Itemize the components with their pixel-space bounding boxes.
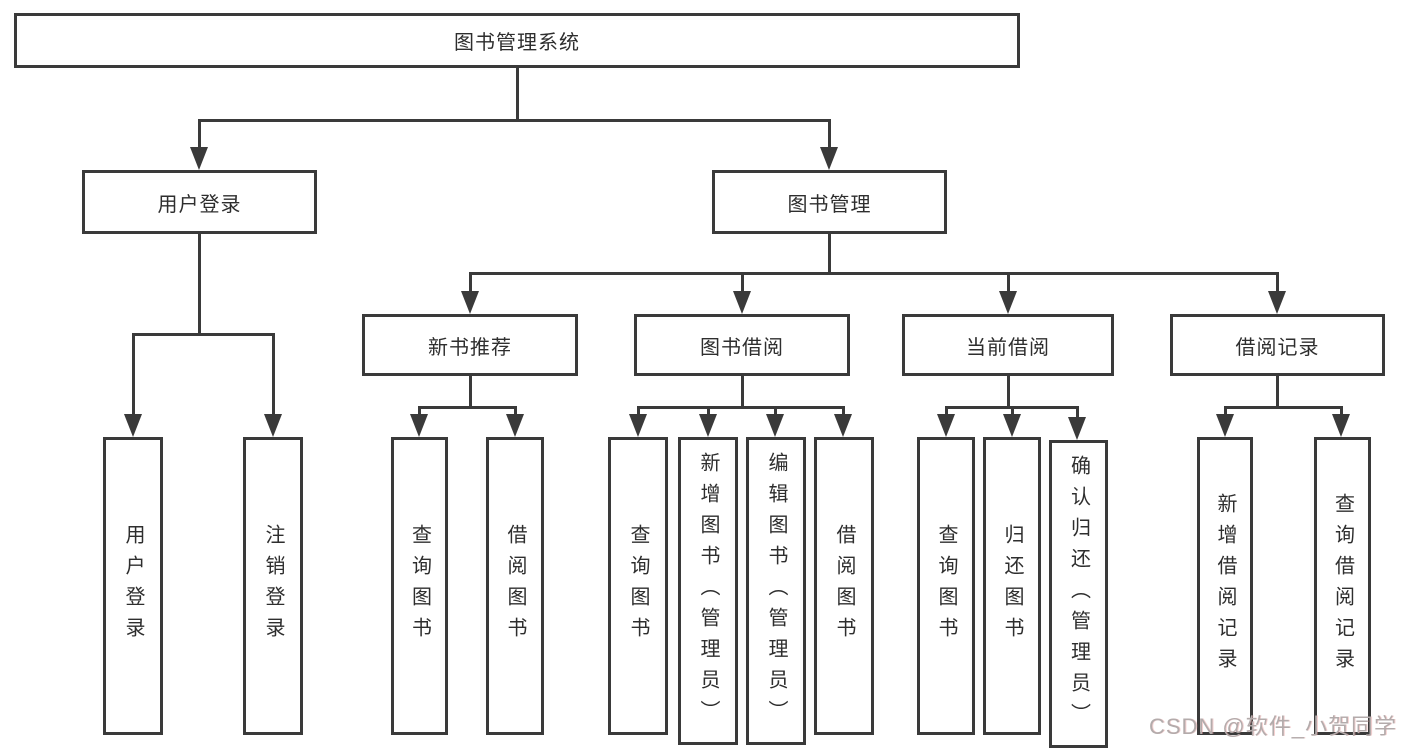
node-book-mgmt: 图书管理	[712, 170, 947, 234]
connector-g4-rail	[1224, 406, 1343, 409]
connector-g2-drop3	[774, 406, 777, 420]
connector-drop-login	[132, 333, 135, 415]
connector-g3-drop3	[1076, 406, 1079, 423]
arrow-down-icon	[410, 414, 428, 437]
node-leaf-add-book-admin: 新增图书（管理员）	[678, 437, 738, 745]
node-leaf-query-books-2: 查询图书	[608, 437, 668, 735]
connector-g1-rail	[418, 406, 517, 409]
arrow-down-icon	[999, 291, 1017, 314]
connector-g2-stem	[741, 376, 744, 409]
leaf-label: 注销登录	[262, 524, 284, 648]
leaf-label: 新增借阅记录	[1214, 493, 1236, 679]
connector-mgmt-stem	[828, 234, 831, 275]
node-root: 图书管理系统	[14, 13, 1020, 68]
connector-drop-records	[1276, 272, 1279, 294]
connector-g1-drop2	[514, 406, 517, 420]
arrow-down-icon	[1068, 417, 1086, 440]
connector-g4-stem	[1276, 376, 1279, 409]
connector-g4-drop1	[1224, 406, 1227, 420]
leaf-label: 归还图书	[1001, 524, 1023, 648]
arrow-down-icon	[264, 414, 282, 437]
connector-g1-drop1	[418, 406, 421, 420]
arrow-down-icon	[190, 147, 208, 170]
leaf-label: 确认归还（管理员）	[1067, 454, 1090, 734]
leaf-label: 新增图书（管理员）	[697, 451, 719, 731]
node-leaf-logout: 注销登录	[243, 437, 303, 735]
node-book-borrow: 图书借阅	[634, 314, 850, 376]
connector-drop-recommend	[469, 272, 472, 294]
connector-drop-borrow	[741, 272, 744, 294]
arrow-down-icon	[766, 414, 784, 437]
arrow-down-icon	[733, 291, 751, 314]
node-leaf-borrow-books-1: 借阅图书	[486, 437, 544, 735]
connector-g3-stem	[1007, 376, 1010, 409]
node-leaf-confirm-return-admin: 确认归还（管理员）	[1049, 440, 1108, 748]
node-current-borrow: 当前借阅	[902, 314, 1114, 376]
leaf-label: 查询图书	[408, 524, 431, 648]
leaf-label: 查询图书	[935, 524, 957, 648]
connector-g2-drop1	[637, 406, 640, 420]
leaf-label: 查询借阅记录	[1331, 493, 1354, 679]
leaf-label: 用户登录	[122, 524, 144, 648]
arrow-down-icon	[1216, 414, 1234, 437]
arrow-down-icon	[834, 414, 852, 437]
connector-drop-user-login	[198, 119, 201, 151]
connector-mgmt-rail	[469, 272, 1279, 275]
leaf-label: 编辑图书（管理员）	[765, 451, 787, 731]
connector-g3-drop2	[1011, 406, 1014, 420]
connector-drop-logout	[272, 333, 275, 415]
node-leaf-query-borrow-record: 查询借阅记录	[1314, 437, 1371, 735]
arrow-down-icon	[1332, 414, 1350, 437]
connector-g1-stem	[469, 376, 472, 409]
arrow-down-icon	[124, 414, 142, 437]
arrow-down-icon	[461, 291, 479, 314]
arrow-down-icon	[1268, 291, 1286, 314]
connector-g3-drop1	[945, 406, 948, 420]
connector-drop-book-mgmt	[828, 119, 831, 151]
node-leaf-query-books-3: 查询图书	[917, 437, 975, 735]
connector-drop-current	[1007, 272, 1010, 294]
connector-user-rail	[132, 333, 275, 336]
node-leaf-query-books-1: 查询图书	[391, 437, 448, 735]
connector-g2-drop4	[842, 406, 845, 420]
connector-g2-drop2	[707, 406, 710, 420]
connector-user-stem	[198, 234, 201, 336]
arrow-down-icon	[937, 414, 955, 437]
node-user-login: 用户登录	[82, 170, 317, 234]
node-leaf-return-books: 归还图书	[983, 437, 1041, 735]
arrow-down-icon	[1003, 414, 1021, 437]
connector-root-rail	[198, 119, 831, 122]
arrow-down-icon	[820, 147, 838, 170]
connector-root-stem	[516, 68, 519, 122]
node-leaf-borrow-books-2: 借阅图书	[814, 437, 874, 735]
leaf-label: 查询图书	[627, 524, 649, 648]
csdn-watermark: CSDN @软件_小贺同学	[1148, 714, 1397, 739]
leaf-label: 借阅图书	[504, 524, 526, 648]
node-borrow-records: 借阅记录	[1170, 314, 1385, 376]
arrow-down-icon	[629, 414, 647, 437]
arrow-down-icon	[506, 414, 524, 437]
leaf-label: 借阅图书	[833, 524, 855, 648]
connector-g4-drop2	[1340, 406, 1343, 420]
arrow-down-icon	[699, 414, 717, 437]
node-new-book-recommend: 新书推荐	[362, 314, 578, 376]
node-leaf-edit-book-admin: 编辑图书（管理员）	[746, 437, 806, 745]
node-leaf-user-login: 用户登录	[103, 437, 163, 735]
node-leaf-add-borrow-record: 新增借阅记录	[1197, 437, 1253, 735]
connector-g2-rail	[637, 406, 845, 409]
